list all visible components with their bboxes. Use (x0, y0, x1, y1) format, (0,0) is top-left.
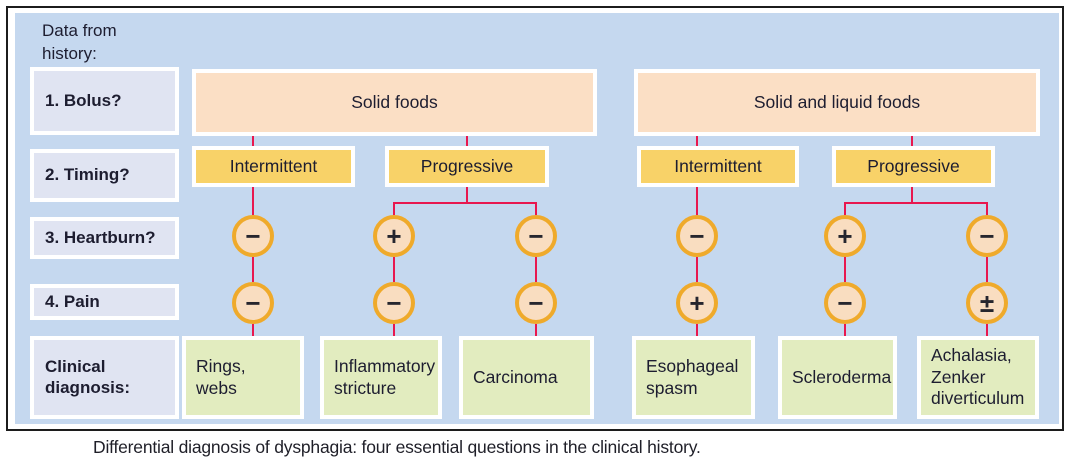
connector-line (393, 202, 537, 204)
connector-line (911, 187, 913, 204)
figure-frame: Data from history: 1. Bolus? 2. Timing? … (6, 6, 1064, 431)
connector-line (252, 136, 254, 146)
bolus-box-solid-foods: Solid foods (192, 69, 597, 136)
connector-line (535, 202, 537, 215)
connector-line (535, 257, 537, 282)
row-label-heartburn: 3. Heartburn? (30, 217, 179, 259)
timing-box-intermittent-2: Intermittent (637, 146, 799, 187)
connector-line (696, 257, 698, 282)
connector-line (844, 202, 988, 204)
timing-box-intermittent-1: Intermittent (192, 146, 355, 187)
diagnosis-box-inflammatory-stricture: Inflammatory stricture (320, 336, 442, 419)
connector-line (844, 202, 846, 215)
connector-line (393, 202, 395, 215)
connector-line (466, 187, 468, 204)
figure-caption: Differential diagnosis of dysphagia: fou… (93, 437, 701, 457)
connector-line (986, 324, 988, 336)
row-label-timing: 2. Timing? (30, 149, 179, 202)
heartburn-sign-1: − (232, 215, 274, 257)
diagnosis-box-esophageal-spasm: Esophageal spasm (632, 336, 755, 419)
row-label-diagnosis: Clinical diagnosis: (30, 336, 179, 419)
connector-line (986, 202, 988, 215)
pain-sign-6: ± (966, 282, 1008, 324)
connector-line (986, 257, 988, 282)
heartburn-sign-6: − (966, 215, 1008, 257)
connector-line (252, 324, 254, 336)
timing-box-progressive-1: Progressive (385, 146, 549, 187)
connector-line (696, 324, 698, 336)
connector-line (535, 324, 537, 336)
connector-line (696, 136, 698, 146)
pain-sign-5: − (824, 282, 866, 324)
pain-sign-2: − (373, 282, 415, 324)
connector-line (466, 136, 468, 146)
connector-line (252, 187, 254, 215)
heartburn-sign-5: + (824, 215, 866, 257)
diagnosis-box-rings-webs: Rings, webs (182, 336, 304, 419)
diagnosis-box-scleroderma: Scleroderma (778, 336, 897, 419)
heartburn-sign-3: − (515, 215, 557, 257)
connector-line (696, 187, 698, 215)
connector-line (844, 257, 846, 282)
connector-line (393, 257, 395, 282)
row-label-pain: 4. Pain (30, 284, 179, 320)
bolus-box-solid-liquid-foods: Solid and liquid foods (634, 69, 1040, 136)
diagnosis-box-achalasia-zenker: Achalasia, Zenker diverticulum (917, 336, 1039, 419)
connector-line (252, 257, 254, 282)
pain-sign-4: + (676, 282, 718, 324)
heartburn-sign-2: + (373, 215, 415, 257)
diagram-panel: Data from history: 1. Bolus? 2. Timing? … (15, 13, 1059, 424)
row-label-bolus: 1. Bolus? (30, 67, 179, 135)
timing-box-progressive-2: Progressive (832, 146, 995, 187)
connector-line (393, 324, 395, 336)
diagnosis-box-carcinoma: Carcinoma (459, 336, 594, 419)
panel-title: Data from history: (42, 21, 117, 63)
connector-line (844, 324, 846, 336)
pain-sign-3: − (515, 282, 557, 324)
connector-line (911, 136, 913, 146)
heartburn-sign-4: − (676, 215, 718, 257)
pain-sign-1: − (232, 282, 274, 324)
